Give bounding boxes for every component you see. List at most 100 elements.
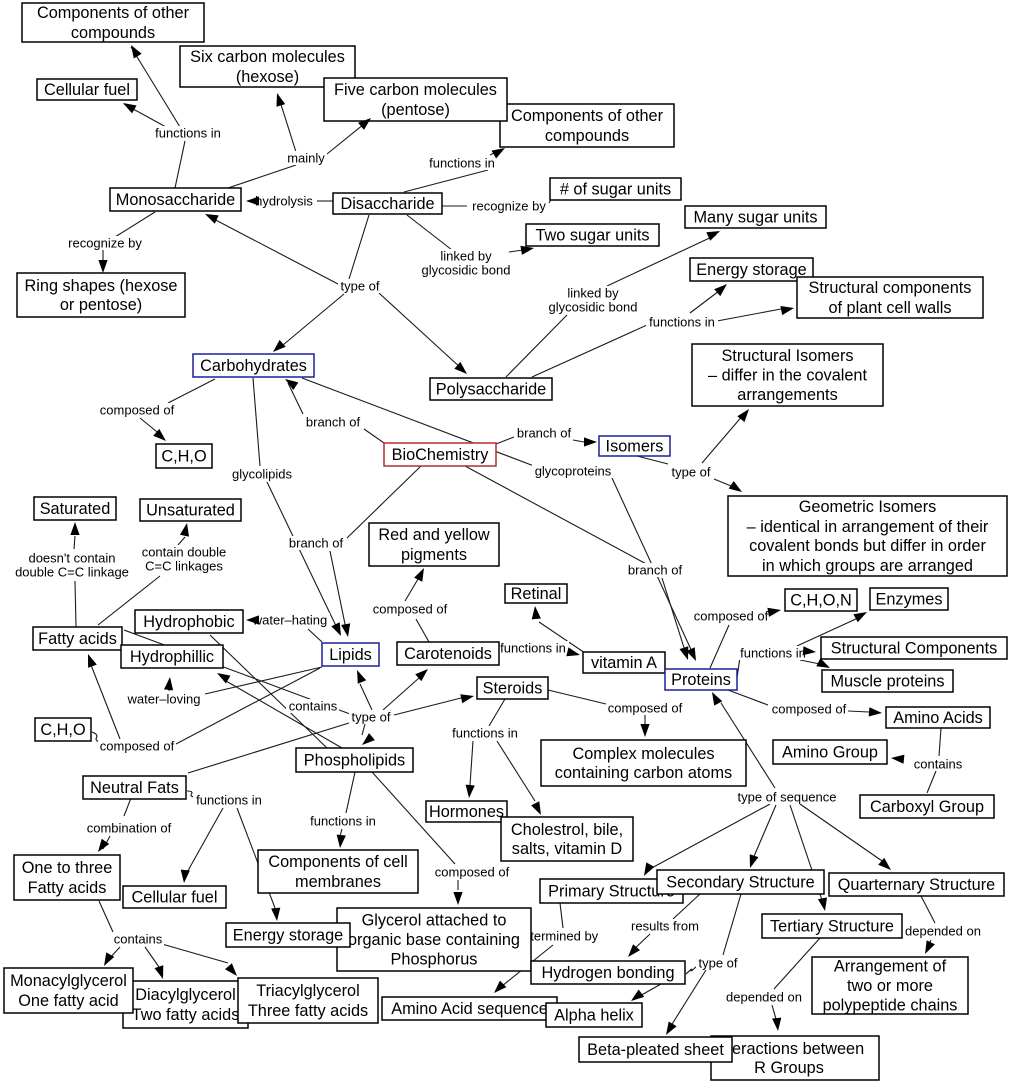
svg-text:Arrangement of: Arrangement of bbox=[834, 958, 947, 976]
svg-text:compounds: compounds bbox=[545, 127, 629, 145]
svg-text:depended on: depended on bbox=[905, 924, 981, 939]
svg-text:glycoproteins: glycoproteins bbox=[535, 464, 612, 479]
svg-text:Structural Components: Structural Components bbox=[831, 640, 998, 658]
svg-text:Two fatty acids: Two fatty acids bbox=[132, 1006, 240, 1024]
svg-text:Carotenoids: Carotenoids bbox=[404, 645, 492, 663]
svg-text:mainly: mainly bbox=[287, 151, 325, 166]
svg-text:(hexose): (hexose) bbox=[236, 68, 299, 86]
svg-text:Glycerol attached to: Glycerol attached to bbox=[362, 912, 507, 930]
svg-text:– differ in the covalent: – differ in the covalent bbox=[708, 367, 867, 385]
svg-text:doesn't contain: doesn't contain bbox=[28, 551, 115, 566]
svg-text:two or more: two or more bbox=[847, 977, 933, 995]
svg-text:containing carbon atoms: containing carbon atoms bbox=[555, 764, 732, 782]
svg-text:contains: contains bbox=[114, 932, 163, 947]
svg-text:water–loving: water–loving bbox=[127, 692, 201, 707]
svg-text:functions in: functions in bbox=[500, 641, 566, 656]
svg-text:Primary Structure: Primary Structure bbox=[548, 883, 675, 901]
svg-text:Amino Acids: Amino Acids bbox=[893, 709, 983, 727]
svg-text:polypeptide chains: polypeptide chains bbox=[823, 997, 958, 1015]
svg-text:Fatty acids: Fatty acids bbox=[28, 879, 107, 897]
svg-text:functions in: functions in bbox=[649, 315, 715, 330]
svg-text:composed of: composed of bbox=[608, 701, 683, 716]
svg-text:organic base containing: organic base containing bbox=[348, 931, 520, 949]
svg-text:depended on: depended on bbox=[726, 990, 802, 1005]
svg-text:Isomers: Isomers bbox=[606, 438, 664, 456]
svg-text:C,H,O: C,H,O bbox=[40, 721, 85, 739]
svg-text:branch of: branch of bbox=[628, 563, 683, 578]
svg-text:Monacylglycerol: Monacylglycerol bbox=[10, 972, 127, 990]
svg-text:# of sugar units: # of sugar units bbox=[560, 181, 671, 199]
svg-text:pigments: pigments bbox=[401, 546, 467, 564]
svg-text:Geometric Isomers: Geometric Isomers bbox=[799, 498, 937, 516]
svg-text:glycosidic bond: glycosidic bond bbox=[422, 263, 511, 278]
svg-text:recognize by: recognize by bbox=[472, 199, 546, 214]
svg-text:Enzymes: Enzymes bbox=[876, 591, 943, 609]
svg-text:arrangements: arrangements bbox=[737, 386, 837, 404]
svg-text:Components of other: Components of other bbox=[511, 107, 664, 125]
svg-text:Saturated: Saturated bbox=[40, 500, 111, 518]
svg-text:composed of: composed of bbox=[772, 702, 847, 717]
svg-text:Polysaccharide: Polysaccharide bbox=[436, 381, 546, 399]
svg-text:functions in: functions in bbox=[155, 126, 221, 141]
svg-text:Interactions between: Interactions between bbox=[714, 1040, 864, 1058]
svg-text:membranes: membranes bbox=[295, 873, 381, 891]
svg-text:Structural Isomers: Structural Isomers bbox=[721, 347, 853, 365]
svg-text:functions in: functions in bbox=[310, 814, 376, 829]
svg-text:branch of: branch of bbox=[289, 536, 344, 551]
svg-text:functions in: functions in bbox=[740, 646, 806, 661]
svg-text:Disaccharide: Disaccharide bbox=[340, 195, 434, 213]
svg-text:linked by: linked by bbox=[567, 286, 619, 301]
svg-text:branch of: branch of bbox=[517, 426, 572, 441]
svg-text:functions in: functions in bbox=[196, 793, 262, 808]
svg-text:Hormones: Hormones bbox=[429, 803, 504, 821]
svg-text:type of sequence: type of sequence bbox=[737, 790, 836, 805]
svg-text:Proteins: Proteins bbox=[671, 671, 731, 689]
svg-text:Phosphorus: Phosphorus bbox=[391, 951, 478, 969]
svg-text:Components of cell: Components of cell bbox=[268, 853, 407, 871]
svg-text:Alpha helix: Alpha helix bbox=[554, 1007, 634, 1025]
svg-text:(pentose): (pentose) bbox=[381, 101, 450, 119]
svg-text:linked by: linked by bbox=[440, 249, 492, 264]
svg-text:– identical in arrangement of: – identical in arrangement of their bbox=[747, 518, 989, 536]
svg-text:One to three: One to three bbox=[22, 859, 113, 877]
svg-text:Muscle proteins: Muscle proteins bbox=[830, 673, 944, 691]
svg-text:Tertiary Structure: Tertiary Structure bbox=[770, 918, 894, 936]
svg-text:C,H,O: C,H,O bbox=[161, 448, 206, 466]
svg-text:Steroids: Steroids bbox=[483, 680, 543, 698]
svg-text:Fatty acids: Fatty acids bbox=[38, 630, 117, 648]
svg-text:compounds: compounds bbox=[71, 24, 155, 42]
svg-text:composed of: composed of bbox=[435, 865, 510, 880]
svg-text:Secondary Structure: Secondary Structure bbox=[666, 874, 814, 892]
svg-text:Complex molecules: Complex molecules bbox=[572, 745, 714, 763]
svg-text:Triacylglycerol: Triacylglycerol bbox=[256, 982, 359, 1000]
svg-text:Carbohydrates: Carbohydrates bbox=[200, 357, 307, 375]
svg-text:Three fatty acids: Three fatty acids bbox=[248, 1002, 368, 1020]
svg-text:functions in: functions in bbox=[429, 156, 495, 171]
svg-text:branch of: branch of bbox=[306, 415, 361, 430]
svg-text:composed of: composed of bbox=[373, 602, 448, 617]
svg-text:BioChemistry: BioChemistry bbox=[392, 446, 490, 464]
svg-text:Two sugar units: Two sugar units bbox=[535, 227, 649, 245]
svg-text:type of: type of bbox=[351, 710, 390, 725]
svg-text:composed of: composed of bbox=[100, 403, 175, 418]
svg-text:determined by: determined by bbox=[516, 929, 599, 944]
svg-text:double C=C linkage: double C=C linkage bbox=[15, 565, 129, 580]
svg-text:contains: contains bbox=[289, 699, 338, 714]
svg-text:Six carbon molecules: Six carbon molecules bbox=[190, 48, 345, 66]
svg-text:in which groups are arranged: in which groups are arranged bbox=[762, 557, 973, 575]
svg-text:composed of: composed of bbox=[100, 739, 175, 754]
svg-text:R Groups: R Groups bbox=[754, 1059, 824, 1077]
svg-text:Red and yellow: Red and yellow bbox=[378, 526, 490, 544]
svg-text:Cellular fuel: Cellular fuel bbox=[44, 81, 130, 99]
svg-text:Many sugar units: Many sugar units bbox=[694, 209, 818, 227]
svg-text:Carboxyl Group: Carboxyl Group bbox=[870, 798, 984, 816]
svg-text:Retinal: Retinal bbox=[511, 585, 562, 603]
svg-text:hydrolysis: hydrolysis bbox=[255, 194, 313, 209]
svg-text:C=C linkages: C=C linkages bbox=[145, 559, 223, 574]
svg-text:of plant cell walls: of plant cell walls bbox=[828, 299, 951, 317]
svg-text:water–hating: water–hating bbox=[252, 613, 327, 628]
svg-text:recognize by: recognize by bbox=[68, 236, 142, 251]
svg-text:covalent bonds but differ in o: covalent bonds but differ in order bbox=[749, 537, 986, 555]
svg-text:or pentose): or pentose) bbox=[60, 296, 142, 314]
svg-text:Lipids: Lipids bbox=[329, 646, 372, 664]
